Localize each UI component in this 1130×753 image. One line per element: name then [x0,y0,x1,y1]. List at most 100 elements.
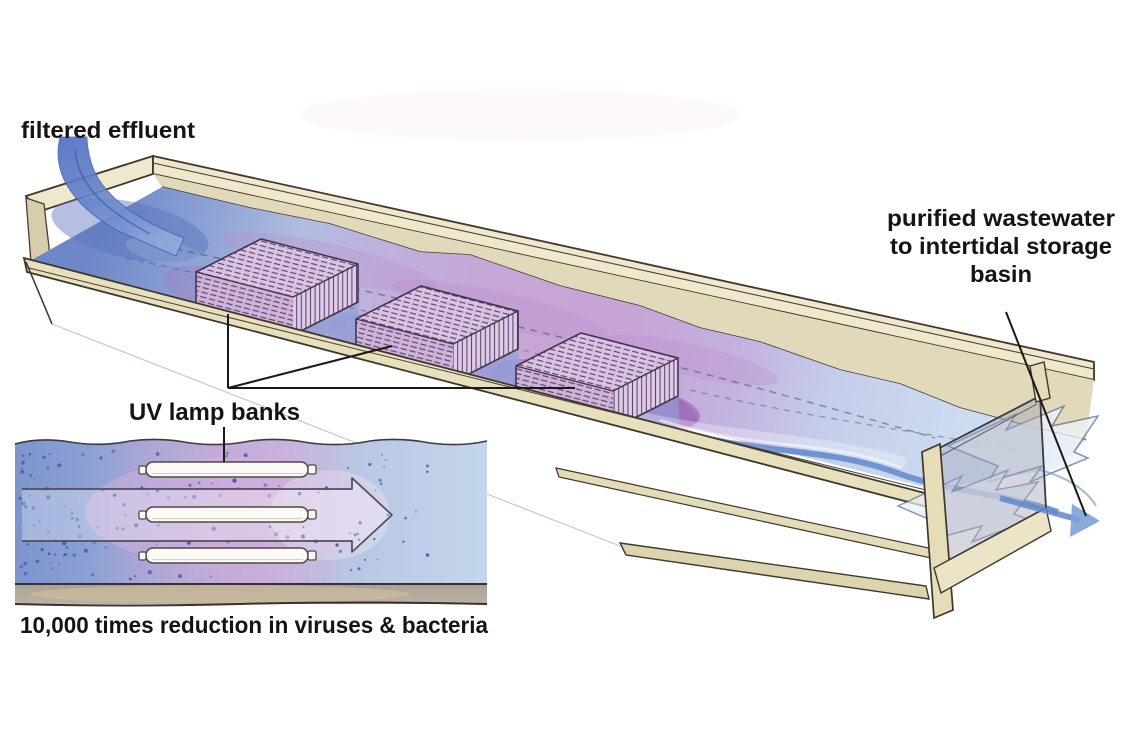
uv-lamp-tube-3 [138,547,317,564]
uv-lamp-tube-2 [138,506,317,523]
speckle-dot [218,494,222,498]
speckle-dot [379,482,383,486]
speckle-dot [426,470,429,474]
speckle-dot [134,523,139,528]
inset-caption: 10,000 times reduction in viruses & bact… [20,612,488,638]
speckle-dot [123,513,127,516]
speckle-dot [96,526,99,529]
background-wash [300,89,740,141]
speckle-dot [46,530,51,534]
speckle-dot [274,532,279,537]
speckle-dot [26,543,29,546]
speckle-dot [38,520,41,523]
back-wall-inner-face [153,174,1094,440]
speckle-dot [62,554,65,557]
speckle-dot [49,562,51,564]
speckle-dot [99,456,103,460]
speckle-dot [404,516,407,520]
streamline [125,257,546,357]
lamp-end-cap [307,550,317,561]
speckle-dot [378,478,382,482]
lamp-tube [145,506,309,523]
speckle-dot [183,495,187,499]
stream-highlight [659,418,903,470]
speckle-dot [58,562,60,565]
speckle-dot [335,543,339,547]
speckle-dot [157,523,160,527]
speckle-dot [111,449,116,454]
speckle-dot [380,453,383,456]
speckle-dot [243,453,248,458]
speckle-dot [425,553,430,557]
outlet-label-line3: basin [970,261,1032,287]
bank-edges [195,263,359,298]
labels: filtered effluent purified wastewater to… [20,117,1115,638]
lamp-end-cap [307,464,317,475]
bank-end-hatch [613,358,678,429]
speckle-dot [178,574,183,579]
speckle-dot [21,460,25,464]
lamp-tube [145,461,309,478]
speckle-dot [28,452,32,456]
speckle-dot [211,526,216,531]
speckle-dot [263,483,268,487]
speckle-dot [23,571,28,576]
speckle-dot [77,525,81,528]
speckle-dot [232,478,237,483]
speckle-dot [133,575,137,578]
speckle-dot [338,549,342,554]
uv-glow [602,334,778,386]
bank-front-hatch [196,272,293,335]
speckle-dot [278,485,280,487]
speckle-dot [374,489,377,492]
speckle-dot [155,489,160,493]
speckle-dot [209,575,213,578]
inlet-arrow-ribbon [57,136,185,257]
speckle-dot [35,559,40,564]
speckle-dot [382,465,386,468]
lamp-end-cap [307,509,317,520]
uv-lamp-bank-2 [355,285,519,383]
inset-water-surface-line [14,438,488,446]
speckle-dot [20,467,24,470]
bank-end-hatch [293,264,358,335]
lamp-end-cap [138,551,147,561]
speckle-dot [22,454,25,457]
speckle-dot [414,510,418,513]
speckle-dot [53,553,56,556]
bank-top-hatch [196,239,358,297]
bank-edges [515,357,679,392]
speckle-dot [348,532,351,534]
speckle-dot [23,561,28,566]
speckle-dot [349,568,353,572]
inset-floor-bottom-line [14,601,488,607]
speckle-dot [211,482,213,485]
outlet-label-line1: purified wastewater [887,205,1115,231]
speckle-dot [346,466,349,469]
channel-base-rail [618,542,930,600]
speckle-dot [300,534,306,539]
speckle-dot [386,513,390,517]
speckle-dot [155,452,160,456]
speckle-dot [29,474,33,477]
water-shadow [125,237,205,267]
speckle-dot [47,552,51,555]
speckle-dot [22,527,25,530]
speckle-dot [46,466,50,469]
speckle-dot [21,461,25,466]
back-wall-edge-line [152,162,1095,370]
speckle-dot [63,505,66,508]
speckle-dot [80,452,85,457]
speckle-dot [297,492,302,496]
water-highlight [594,402,906,468]
outlet-label-line2: to intertidal storage [890,233,1112,259]
inlet-arrow-streak [74,149,151,235]
uv-lamp-bank-1 [195,238,359,336]
speckle-dot [302,526,305,529]
inlet-flow-arrow-icon [57,136,185,257]
speckle-dot [84,548,87,551]
speckle-dot [384,459,387,462]
speckle-dot [46,495,51,500]
speckle-dot [24,505,28,509]
speckle-dot [267,493,272,498]
